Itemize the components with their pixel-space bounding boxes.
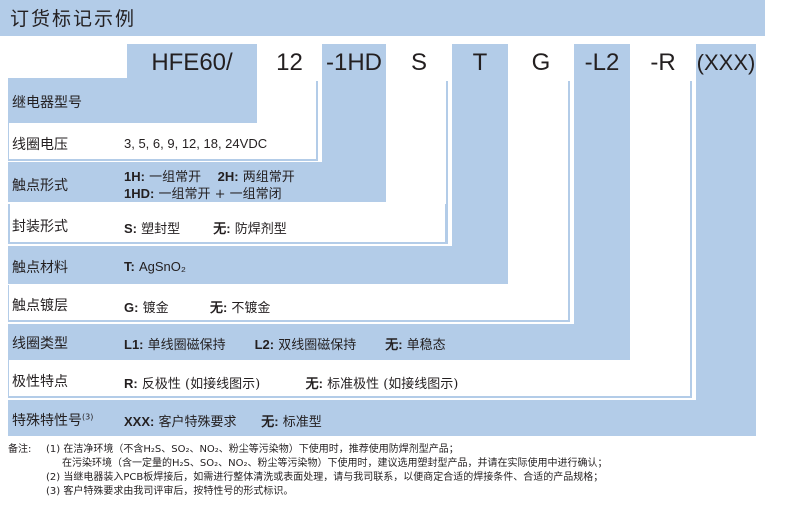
key-xxx: XXX:: [124, 414, 155, 429]
key-g: G:: [124, 300, 139, 315]
row-polarity-desc: R: 反极性 (如接线图示) 无: 标准极性 (如接线图示): [124, 373, 458, 392]
key-l1: L1:: [124, 337, 144, 352]
voltage-frame-right: [316, 81, 318, 161]
plating-frame-right: [568, 81, 570, 322]
row-polarity-label: 极性特点: [12, 374, 68, 390]
package-frame-right: [446, 81, 448, 244]
val-none-polarity: 标准极性 (如接线图示): [327, 377, 459, 392]
row-plating-label: 触点镀层: [12, 298, 68, 314]
coil-type-riser: [574, 81, 630, 324]
key-t: T:: [124, 259, 135, 274]
val-l2: 双线圈磁保持: [278, 338, 357, 353]
code-box-plating: G: [513, 44, 569, 81]
val-none-plating: 不镀金: [231, 301, 271, 316]
row-coil-type-label: 线圈类型: [12, 336, 68, 352]
key-none-coil: 无:: [385, 337, 403, 352]
val-r: 反极性 (如接线图示): [141, 377, 261, 392]
key-2h: 2H:: [217, 169, 239, 184]
row-special-desc: XXX: 客户特殊要求 无: 标准型: [124, 411, 322, 430]
code-plating: G: [531, 48, 551, 76]
special-riser: [696, 81, 756, 400]
polarity-frame-right: [690, 81, 692, 398]
row-contact-form-label: 触点形式: [12, 178, 68, 194]
code-box-coil-type: -L2: [574, 44, 630, 81]
row-plating-frame: [8, 285, 570, 322]
row-model-label: 继电器型号: [12, 95, 82, 111]
row-contact-form-desc-2: 1HD: 一组常开 + 一组常闭: [124, 183, 282, 202]
row-voltage-band: [8, 126, 317, 160]
row-contact-material-desc: T: AgSnO₂: [124, 259, 186, 275]
val-g: 镀金: [142, 301, 169, 316]
page-title: 订货标记示例: [10, 8, 137, 30]
code-box-model: HFE60/: [127, 44, 257, 81]
row-plating-desc: G: 镀金 无: 不镀金: [124, 297, 270, 316]
val-2h: 两组常开: [242, 170, 295, 185]
row-package-desc: S: 塑封型 无: 防焊剂型: [124, 218, 287, 237]
val-t: AgSnO₂: [138, 259, 186, 274]
key-1hd: 1HD:: [124, 186, 155, 201]
row-polarity-frame: [8, 360, 692, 398]
code-model: HFE60/: [151, 48, 233, 76]
key-none-package: 无:: [213, 221, 231, 236]
voltage-frame-left: [8, 123, 9, 161]
val-1h: 一组常开: [149, 170, 202, 185]
code-box-package: S: [391, 44, 447, 81]
code-package: S: [410, 48, 427, 76]
row-voltage-desc: 3, 5, 6, 9, 12, 18, 24VDC: [124, 136, 268, 151]
code-box-contact-form: -1HD: [322, 44, 386, 81]
val-s: 塑封型: [141, 222, 181, 237]
code-box-special: (XXX): [696, 44, 756, 81]
note-2: (2) 当继电器装入PCB板焊接后，如需进行整体清洗或表面处理，请与我司联系，以…: [46, 472, 604, 483]
row-contact-form-desc-1: 1H: 一组常开 2H: 两组常开: [124, 166, 295, 185]
row-package-label: 封装形式: [12, 219, 68, 235]
special-label-sup: (3): [82, 412, 94, 422]
code-special: (XXX): [696, 49, 756, 75]
note-3: (3) 客户特殊要求由我司评审后，按特性号的形式标识。: [46, 486, 294, 497]
code-box-voltage: 12: [262, 44, 317, 81]
row-contact-form-band: [8, 162, 386, 202]
special-label-text: 特殊特性号: [12, 413, 82, 429]
val-none-special: 标准型: [282, 415, 322, 430]
code-polarity: -R: [650, 48, 676, 76]
code-contact-material: T: [472, 48, 488, 76]
row-contact-material-band: [8, 246, 508, 284]
row-voltage-label: 线圈电压: [12, 137, 68, 153]
note-1b: 在污染环境（含一定量的H₂S、SO₂、NO₂、粉尘等污染物）下使用时，建议选用塑…: [62, 458, 608, 469]
notes-prefix: 备注:: [8, 444, 32, 455]
row-model-band: [8, 78, 257, 123]
row-special-band: [8, 400, 756, 436]
title-bar: [0, 0, 765, 36]
val-none-package: 防焊剂型: [234, 222, 287, 237]
key-s: S:: [124, 221, 137, 236]
code-coil-type: -L2: [584, 48, 620, 76]
key-none-polarity: 无:: [305, 376, 323, 391]
code-box-polarity: -R: [635, 44, 691, 81]
val-l1: 单线圈磁保持: [147, 338, 226, 353]
key-l2: L2:: [254, 337, 275, 352]
val-1hd: 一组常开 + 一组常闭: [158, 187, 282, 202]
code-box-contact-material: T: [452, 44, 508, 81]
val-none-coil: 单稳态: [406, 338, 446, 353]
row-coil-type-desc: L1: 单线圈磁保持 L2: 双线圈磁保持 无: 单稳态: [124, 334, 446, 353]
key-r: R:: [124, 376, 138, 391]
key-none-special: 无:: [261, 414, 279, 429]
val-xxx: 客户特殊要求: [158, 415, 237, 430]
code-contact-form: -1HD: [325, 48, 382, 76]
row-coil-type-band: [8, 324, 630, 360]
code-voltage: 12: [276, 48, 303, 76]
row-contact-material-label: 触点材料: [12, 260, 68, 276]
contact-material-riser: [452, 81, 508, 246]
key-1h: 1H:: [124, 169, 145, 184]
note-1a: (1) 在洁净环境（不含H₂S、SO₂、NO₂、粉尘等污染物）下使用时，推荐使用…: [46, 444, 459, 455]
voltage-frame-bottom: [8, 159, 318, 161]
row-special-label: 特殊特性号(3): [12, 410, 93, 430]
key-none-plating: 无:: [209, 300, 228, 315]
contact-form-riser: [322, 81, 386, 162]
